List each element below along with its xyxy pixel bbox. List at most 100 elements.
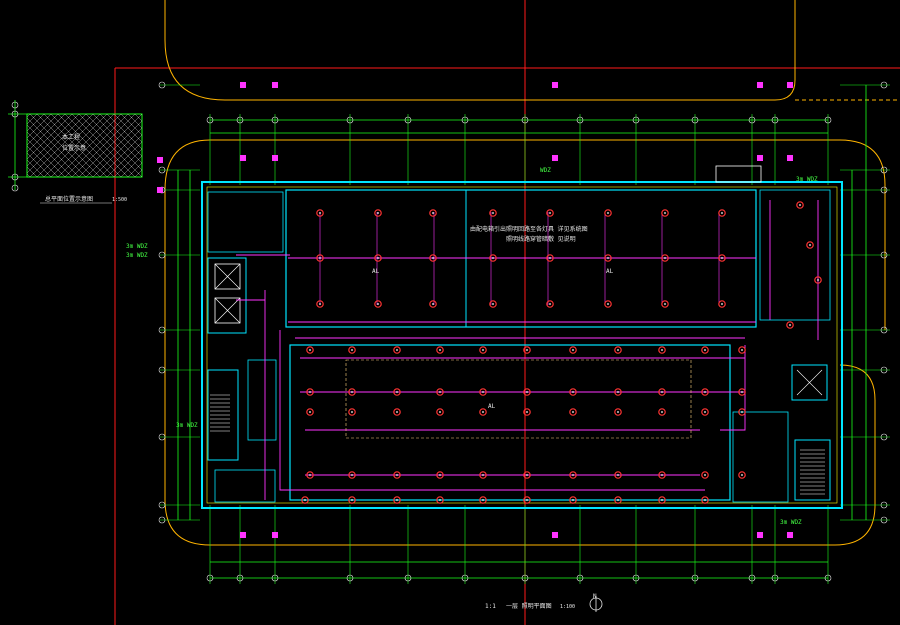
lamp-center	[741, 411, 743, 413]
lamp-icon	[479, 346, 487, 354]
column-marker	[757, 155, 763, 161]
lamp-center	[319, 257, 321, 259]
lamp-center	[721, 212, 723, 214]
legend-hatch	[205, 114, 268, 177]
lamp-center	[439, 474, 441, 476]
lamp-icon	[374, 254, 382, 262]
east-rooms	[759, 189, 831, 321]
lamp-center	[704, 411, 706, 413]
lamp-icon	[523, 408, 531, 416]
lamp-center	[549, 212, 551, 214]
lamp-icon	[479, 496, 487, 504]
axis-bubble-right	[880, 186, 888, 194]
lamp-icon	[614, 346, 622, 354]
axis-bubble-bottom	[691, 574, 699, 582]
lamp-icon	[569, 388, 577, 396]
lamp-icon	[658, 471, 666, 479]
legend-title: 总平面位置示意图	[45, 196, 94, 203]
lamp-icon	[718, 254, 726, 262]
legend-hatch	[170, 114, 233, 177]
lamp-icon	[429, 300, 437, 308]
lamp-icon	[523, 496, 531, 504]
lamp-center	[572, 474, 574, 476]
north-label: N	[593, 593, 597, 600]
lamp-center	[309, 391, 311, 393]
lamp-icon	[523, 471, 531, 479]
lamp-icon	[546, 300, 554, 308]
lamp-icon	[569, 471, 577, 479]
column-marker	[787, 82, 793, 88]
lamp-center	[549, 257, 551, 259]
lamp-icon	[436, 346, 444, 354]
lamp-center	[351, 474, 353, 476]
legend-hatch	[92, 114, 142, 164]
axis-bubble-top	[771, 116, 779, 124]
lamp-center	[492, 257, 494, 259]
column-marker	[787, 155, 793, 161]
legend-hatch	[156, 114, 219, 177]
legend-hatch	[191, 114, 254, 177]
lamp-center	[809, 244, 811, 246]
lamp-center	[309, 474, 311, 476]
legend-box-line2: 位置示意	[62, 145, 87, 152]
lamp-center	[351, 349, 353, 351]
lamp-icon	[523, 388, 531, 396]
axis-bubble-left	[158, 81, 166, 89]
lamp-center	[526, 474, 528, 476]
lamp-center	[704, 499, 706, 501]
lamp-icon	[306, 408, 314, 416]
legend-box-line1: 本工程	[62, 134, 81, 141]
left-tag-1: 3m WDZ	[126, 243, 148, 250]
lamp-icon	[701, 388, 709, 396]
lamp-icon	[701, 346, 709, 354]
axis-bubble-bottom	[748, 574, 756, 582]
lamp-icon	[301, 496, 309, 504]
lamp-center	[377, 257, 379, 259]
road-ring	[164, 139, 876, 546]
service-room	[214, 469, 276, 503]
lamp-icon	[604, 209, 612, 217]
legend-frame	[26, 113, 143, 178]
axis-bubble-top	[206, 116, 214, 124]
lamp-icon	[429, 209, 437, 217]
lamp-center	[617, 349, 619, 351]
column-marker	[272, 532, 278, 538]
legend-hatch	[27, 114, 59, 146]
legend-hatch	[27, 152, 52, 177]
elevator-core-left	[207, 257, 247, 334]
lamp-icon	[489, 254, 497, 262]
entrance-canopy	[715, 165, 762, 183]
axis-bubble-bottom	[771, 574, 779, 582]
lamp-icon	[718, 209, 726, 217]
lamp-icon	[436, 496, 444, 504]
elevator-left-1	[214, 263, 241, 290]
lamp-icon	[306, 346, 314, 354]
lamp-center	[377, 212, 379, 214]
hall-zone	[345, 359, 692, 439]
column-marker	[272, 82, 278, 88]
legend-hatch	[191, 114, 254, 177]
lamp-icon	[718, 300, 726, 308]
lamp-center	[704, 349, 706, 351]
lamp-center	[396, 391, 398, 393]
lamp-icon	[569, 496, 577, 504]
legend-hatch	[163, 114, 226, 177]
lamp-icon	[436, 408, 444, 416]
lamp-center	[377, 303, 379, 305]
lamp-center	[721, 257, 723, 259]
lamp-center	[309, 349, 311, 351]
lamp-icon	[701, 496, 709, 504]
lower-hall	[289, 344, 731, 501]
north-arrow-icon	[589, 596, 603, 612]
axis-bubble-right	[880, 166, 888, 174]
lamp-center	[319, 303, 321, 305]
lamp-icon	[306, 388, 314, 396]
lamp-icon	[348, 496, 356, 504]
column-markers	[157, 82, 793, 538]
lamp-icon	[738, 346, 746, 354]
lamp-icon	[489, 300, 497, 308]
axis-bubble-right	[880, 516, 888, 524]
lamp-center	[482, 411, 484, 413]
lamp-icon	[348, 346, 356, 354]
legend-bubble	[11, 184, 19, 192]
